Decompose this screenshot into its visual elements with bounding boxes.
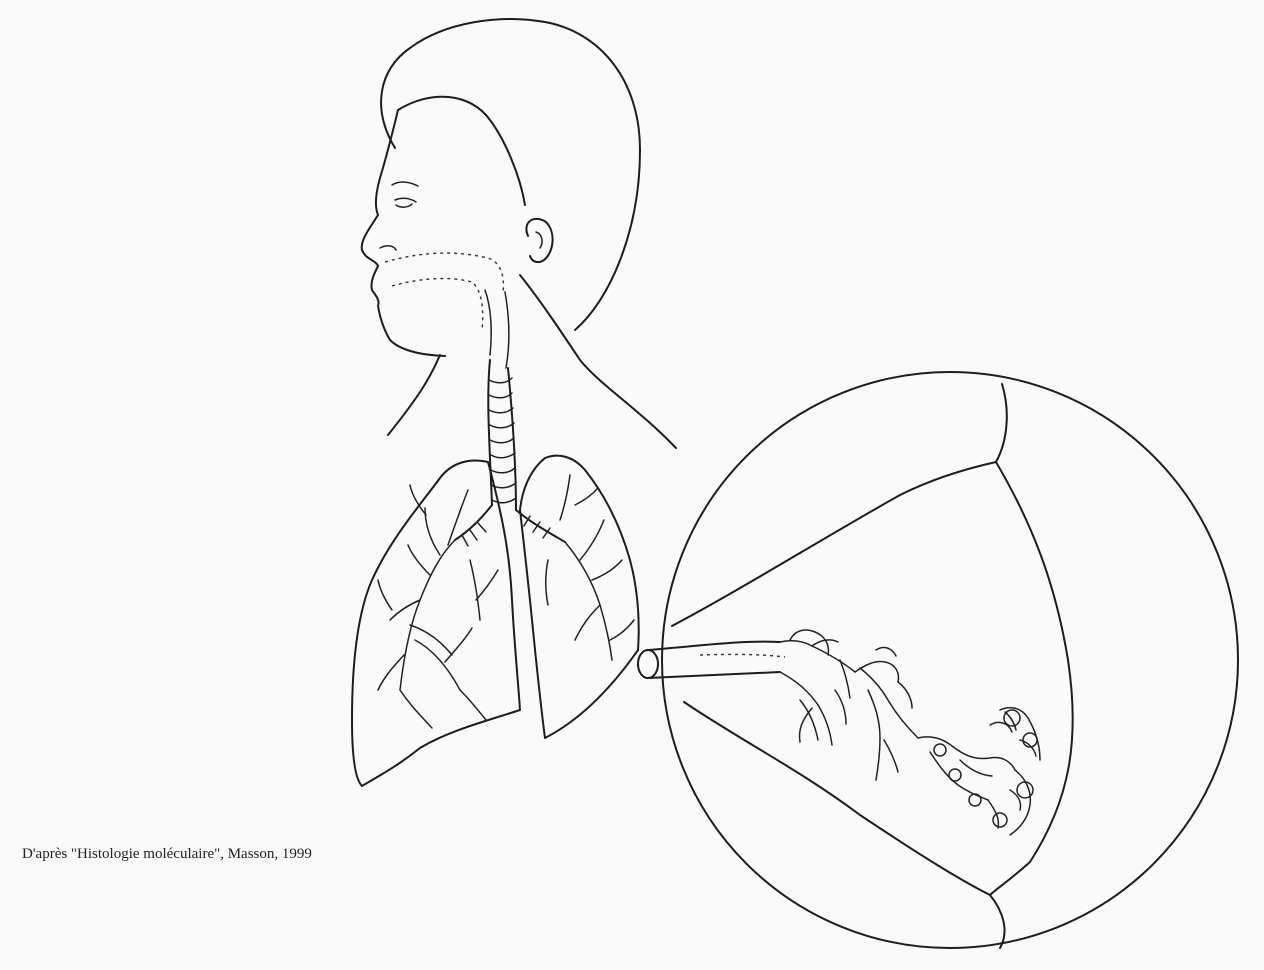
magnified-alveoli-icon	[638, 372, 1238, 948]
source-caption: D'après "Histologie moléculaire", Masson…	[22, 846, 312, 863]
right-lung-icon	[520, 456, 639, 738]
trachea-icon	[455, 360, 565, 542]
upper-airway-icon	[385, 253, 509, 368]
left-lung-icon	[352, 461, 520, 786]
head-profile-icon	[362, 19, 676, 448]
